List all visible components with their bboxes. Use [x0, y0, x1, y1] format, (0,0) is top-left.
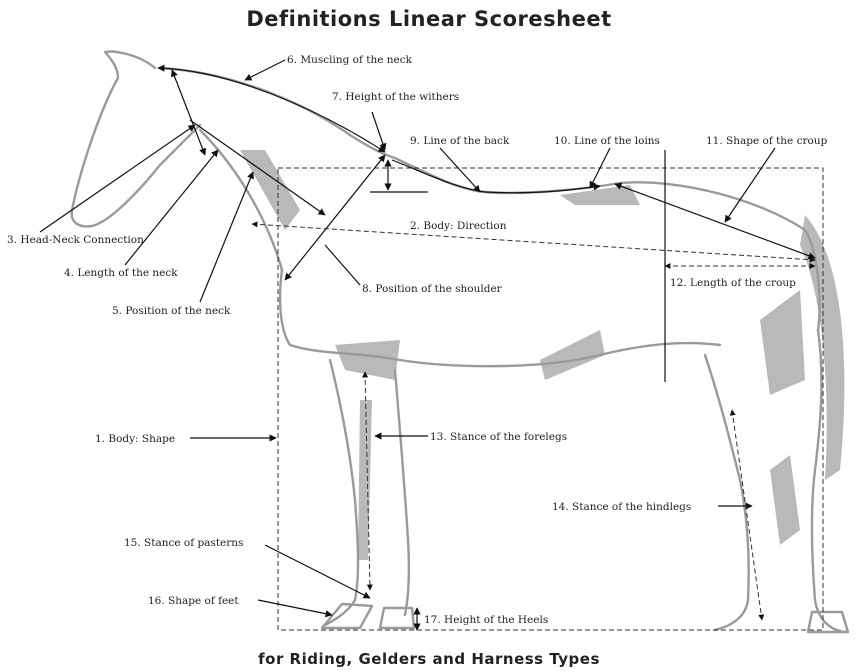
hoof-front: [322, 604, 372, 628]
back-line: [392, 160, 600, 193]
label-position-of-neck: 5. Position of the neck: [112, 305, 231, 317]
leader-4: [125, 150, 218, 265]
label-height-of-withers: 7. Height of the withers: [332, 91, 459, 103]
hoof-back: [380, 608, 414, 628]
hindleg-line: [732, 410, 762, 620]
body-direction-line: [252, 224, 815, 260]
body-frame: [278, 168, 823, 630]
leader-15: [265, 545, 370, 598]
hindquarter-shading: [760, 290, 805, 395]
foreleg-shading: [358, 400, 372, 560]
leader-8a: [325, 245, 360, 285]
back-outline: [395, 158, 819, 330]
withers-shading: [560, 185, 640, 205]
label-shape-of-croup: 11. Shape of the croup: [706, 135, 828, 147]
neck-length-line: [172, 70, 205, 155]
page-subtitle: for Riding, Gelders and Harness Types: [0, 650, 858, 668]
neck-outline: [160, 68, 395, 158]
label-stance-of-pasterns: 15. Stance of pasterns: [124, 537, 243, 549]
label-body-shape: 1. Body: Shape: [95, 433, 175, 445]
label-height-of-heels: 17. Height of the Heels: [424, 614, 548, 626]
label-position-of-shoulder: 8. Position of the shoulder: [362, 283, 503, 295]
head-outline: [72, 52, 200, 227]
neck-muscling-curve: [158, 68, 385, 152]
label-body-direction: 2. Body: Direction: [410, 220, 507, 232]
foreleg-front-outline: [325, 360, 358, 625]
leader-6: [245, 60, 285, 80]
label-stance-of-hindlegs: 14. Stance of the hindlegs: [552, 501, 691, 513]
shoulder-line: [285, 155, 385, 280]
label-muscling-of-neck: 6. Muscling of the neck: [287, 54, 413, 66]
label-line-of-back: 9. Line of the back: [410, 135, 510, 147]
leader-3: [40, 125, 195, 232]
leader-16: [258, 600, 332, 615]
shoulder-shading: [335, 340, 400, 380]
label-stance-of-forelegs: 13. Stance of the forelegs: [430, 431, 567, 443]
hock-shading: [770, 455, 800, 545]
label-shape-of-feet: 16. Shape of feet: [148, 595, 239, 607]
leader-7: [372, 112, 385, 150]
croup-line: [615, 184, 815, 258]
leader-5: [200, 172, 253, 302]
foreleg-back-outline: [395, 370, 409, 615]
hindleg-front-outline: [705, 355, 749, 630]
label-line-of-loins: 10. Line of the loins: [554, 135, 660, 147]
label-head-neck-connection: 3. Head-Neck Connection: [7, 234, 144, 246]
hoof-hind: [808, 612, 848, 632]
label-length-of-neck: 4. Length of the neck: [64, 267, 178, 279]
annotation-labels: 6. Muscling of the neck 7. Height of the…: [7, 54, 828, 626]
label-length-of-croup: 12. Length of the croup: [670, 277, 796, 289]
